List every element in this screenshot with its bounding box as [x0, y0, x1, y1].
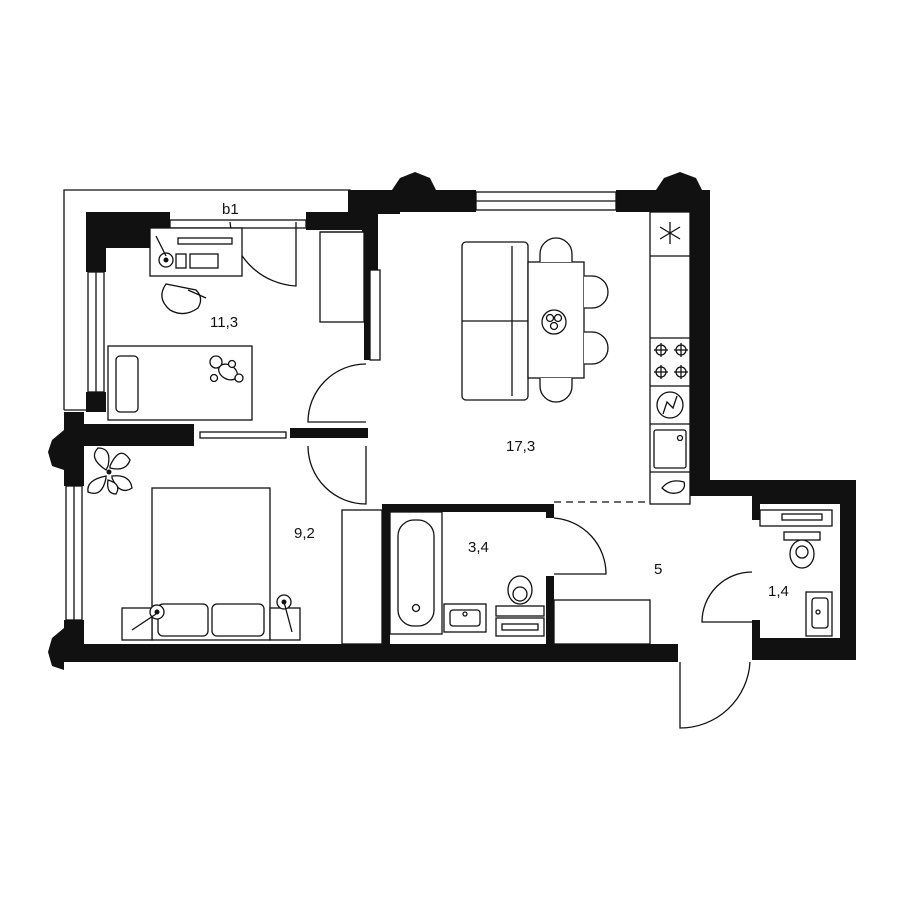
kitchen-sink-icon — [653, 429, 687, 469]
wc-area: 1,4 — [768, 583, 789, 600]
drop-icon — [661, 480, 686, 494]
walls — [48, 172, 856, 670]
oven-icon — [656, 391, 684, 419]
balcony-label: b1 — [222, 201, 239, 218]
teddy-bear-icon — [209, 355, 244, 383]
snowflake-icon — [659, 222, 681, 244]
fruit-bowl-icon — [541, 309, 567, 335]
kid-bedroom-area: 11,3 — [210, 314, 238, 331]
bedroom-furniture — [87, 447, 383, 645]
bath-area: 3,4 — [468, 539, 489, 556]
kid-bedroom-furniture — [107, 227, 365, 421]
windows — [65, 191, 617, 621]
hob-icon — [654, 343, 688, 379]
hall-furniture — [553, 599, 651, 645]
hall-area: 5 — [654, 561, 662, 578]
wc-fixtures — [759, 509, 833, 637]
plant-icon — [87, 447, 133, 495]
bathroom-fixtures — [389, 511, 545, 637]
living-area: 17,3 — [506, 438, 535, 455]
living-furniture — [461, 211, 691, 505]
bedroom-area: 9,2 — [294, 525, 315, 542]
